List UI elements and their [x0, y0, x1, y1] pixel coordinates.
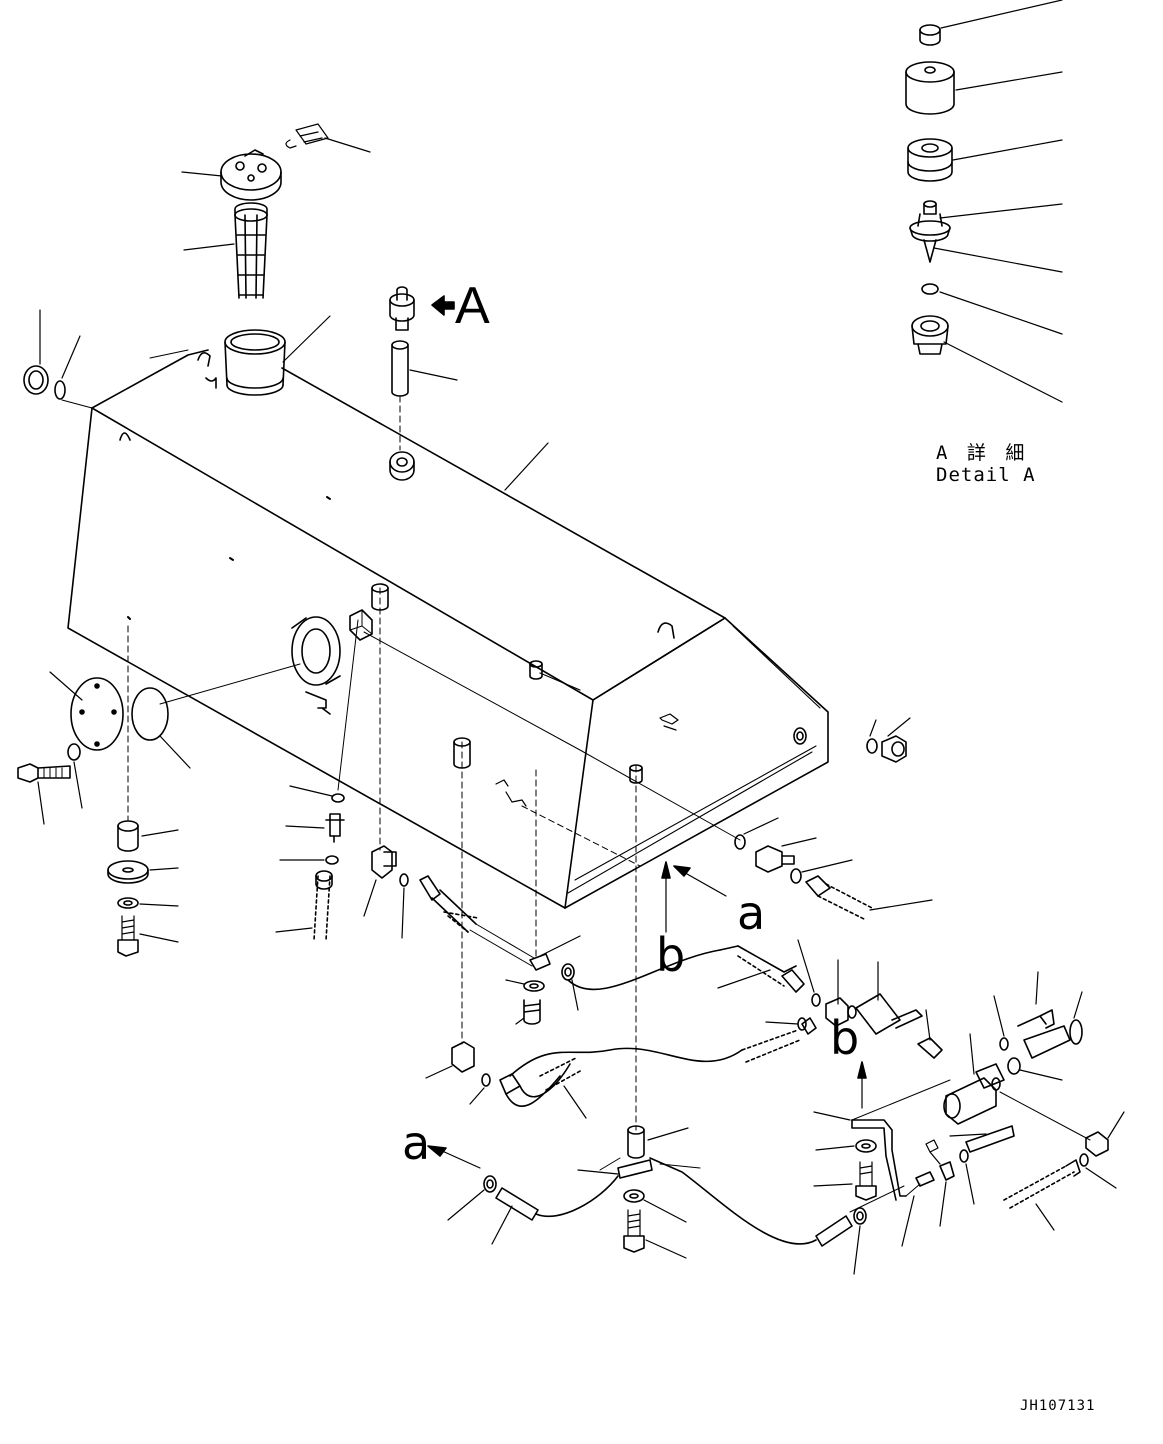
lower-hose-assembly — [427, 1125, 689, 1259]
hose-right — [425, 939, 1125, 1231]
detail-a — [905, 0, 1063, 403]
drawing-number: JH107131 — [1020, 1398, 1096, 1414]
fuel-cap-assembly — [23, 123, 371, 409]
callout-a-label: A — [455, 277, 490, 335]
right-fittings-upper — [453, 717, 933, 1131]
flow-marker-b-right: b — [830, 1011, 860, 1065]
mounting-stack — [107, 625, 179, 957]
bracket-assembly — [599, 1061, 975, 1275]
flow-marker-a-right: a — [737, 886, 766, 940]
drain-hose-left — [275, 619, 359, 941]
detail-a-title-jp: A 詳 細 — [936, 442, 1029, 464]
sensor-a-assembly — [389, 286, 458, 481]
hose-center — [349, 583, 741, 1025]
fuel-tank — [67, 349, 829, 909]
flow-marker-a-left: a — [402, 1116, 431, 1170]
flow-marker-b-center: b — [656, 928, 686, 982]
inspection-cover — [17, 616, 341, 825]
detail-a-title-en: Detail A — [936, 464, 1036, 486]
